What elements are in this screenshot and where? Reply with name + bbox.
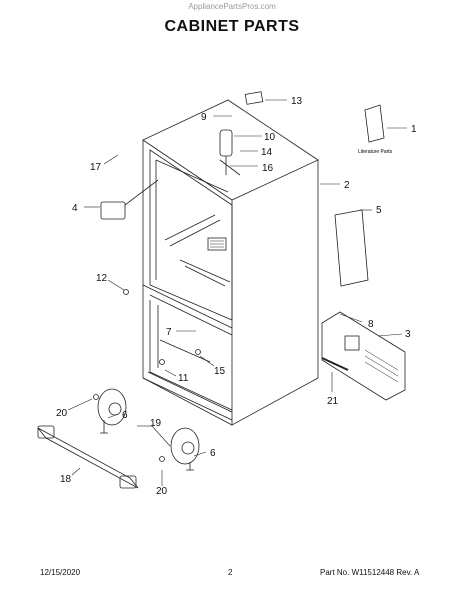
- callout-15: 15: [214, 366, 226, 377]
- callout-19: 19: [150, 418, 162, 429]
- footer-date: 12/15/2020: [40, 568, 81, 577]
- callout-2: 2: [344, 180, 350, 191]
- cabinet-liner: [149, 149, 233, 321]
- callout-10: 10: [264, 132, 276, 143]
- callout-7: 7: [166, 327, 172, 338]
- roller-left: [97, 388, 127, 426]
- watermark: AppliancePartsPros.com: [188, 2, 276, 11]
- cabinet-right-side: [231, 160, 319, 426]
- callout-1: 1: [411, 124, 417, 135]
- literature-label: Literature Parts: [358, 149, 393, 155]
- callout-16: 16: [262, 163, 274, 174]
- callout-9: 9: [201, 112, 207, 123]
- part-4-bracket: [100, 201, 126, 220]
- part-13-cover: [244, 91, 264, 105]
- part-21-strip: [321, 357, 349, 371]
- roller-right: [170, 427, 200, 465]
- part-18-toe-grille: [37, 427, 139, 489]
- callout-17: 17: [90, 162, 102, 173]
- callout-6-right: 6: [210, 448, 216, 459]
- callout-20-left: 20: [56, 408, 68, 419]
- callout-14: 14: [261, 147, 273, 158]
- footer-page-number: 2: [228, 568, 233, 577]
- footer-part-number: Part No. W11512448 Rev. A: [320, 568, 420, 577]
- part-3-grille: [321, 311, 406, 401]
- callout-12: 12: [96, 273, 108, 284]
- part-10-hinge: [219, 129, 233, 157]
- part-5-panel: [334, 209, 369, 287]
- callout-3: 3: [405, 329, 411, 340]
- bottom-rail: [142, 371, 233, 421]
- literature-parts: [364, 104, 385, 143]
- callout-13: 13: [291, 96, 303, 107]
- callout-18: 18: [60, 474, 72, 485]
- callout-4: 4: [72, 203, 78, 214]
- callout-20-right: 20: [156, 486, 168, 497]
- callout-21: 21: [327, 396, 339, 407]
- freezer-divider: [142, 284, 233, 336]
- callout-5: 5: [376, 205, 382, 216]
- cabinet-top: [142, 99, 319, 201]
- callout-6-left: 6: [122, 410, 128, 421]
- callout-8: 8: [368, 319, 374, 330]
- page-title: CABINET PARTS: [164, 18, 300, 35]
- callout-11: 11: [178, 373, 189, 384]
